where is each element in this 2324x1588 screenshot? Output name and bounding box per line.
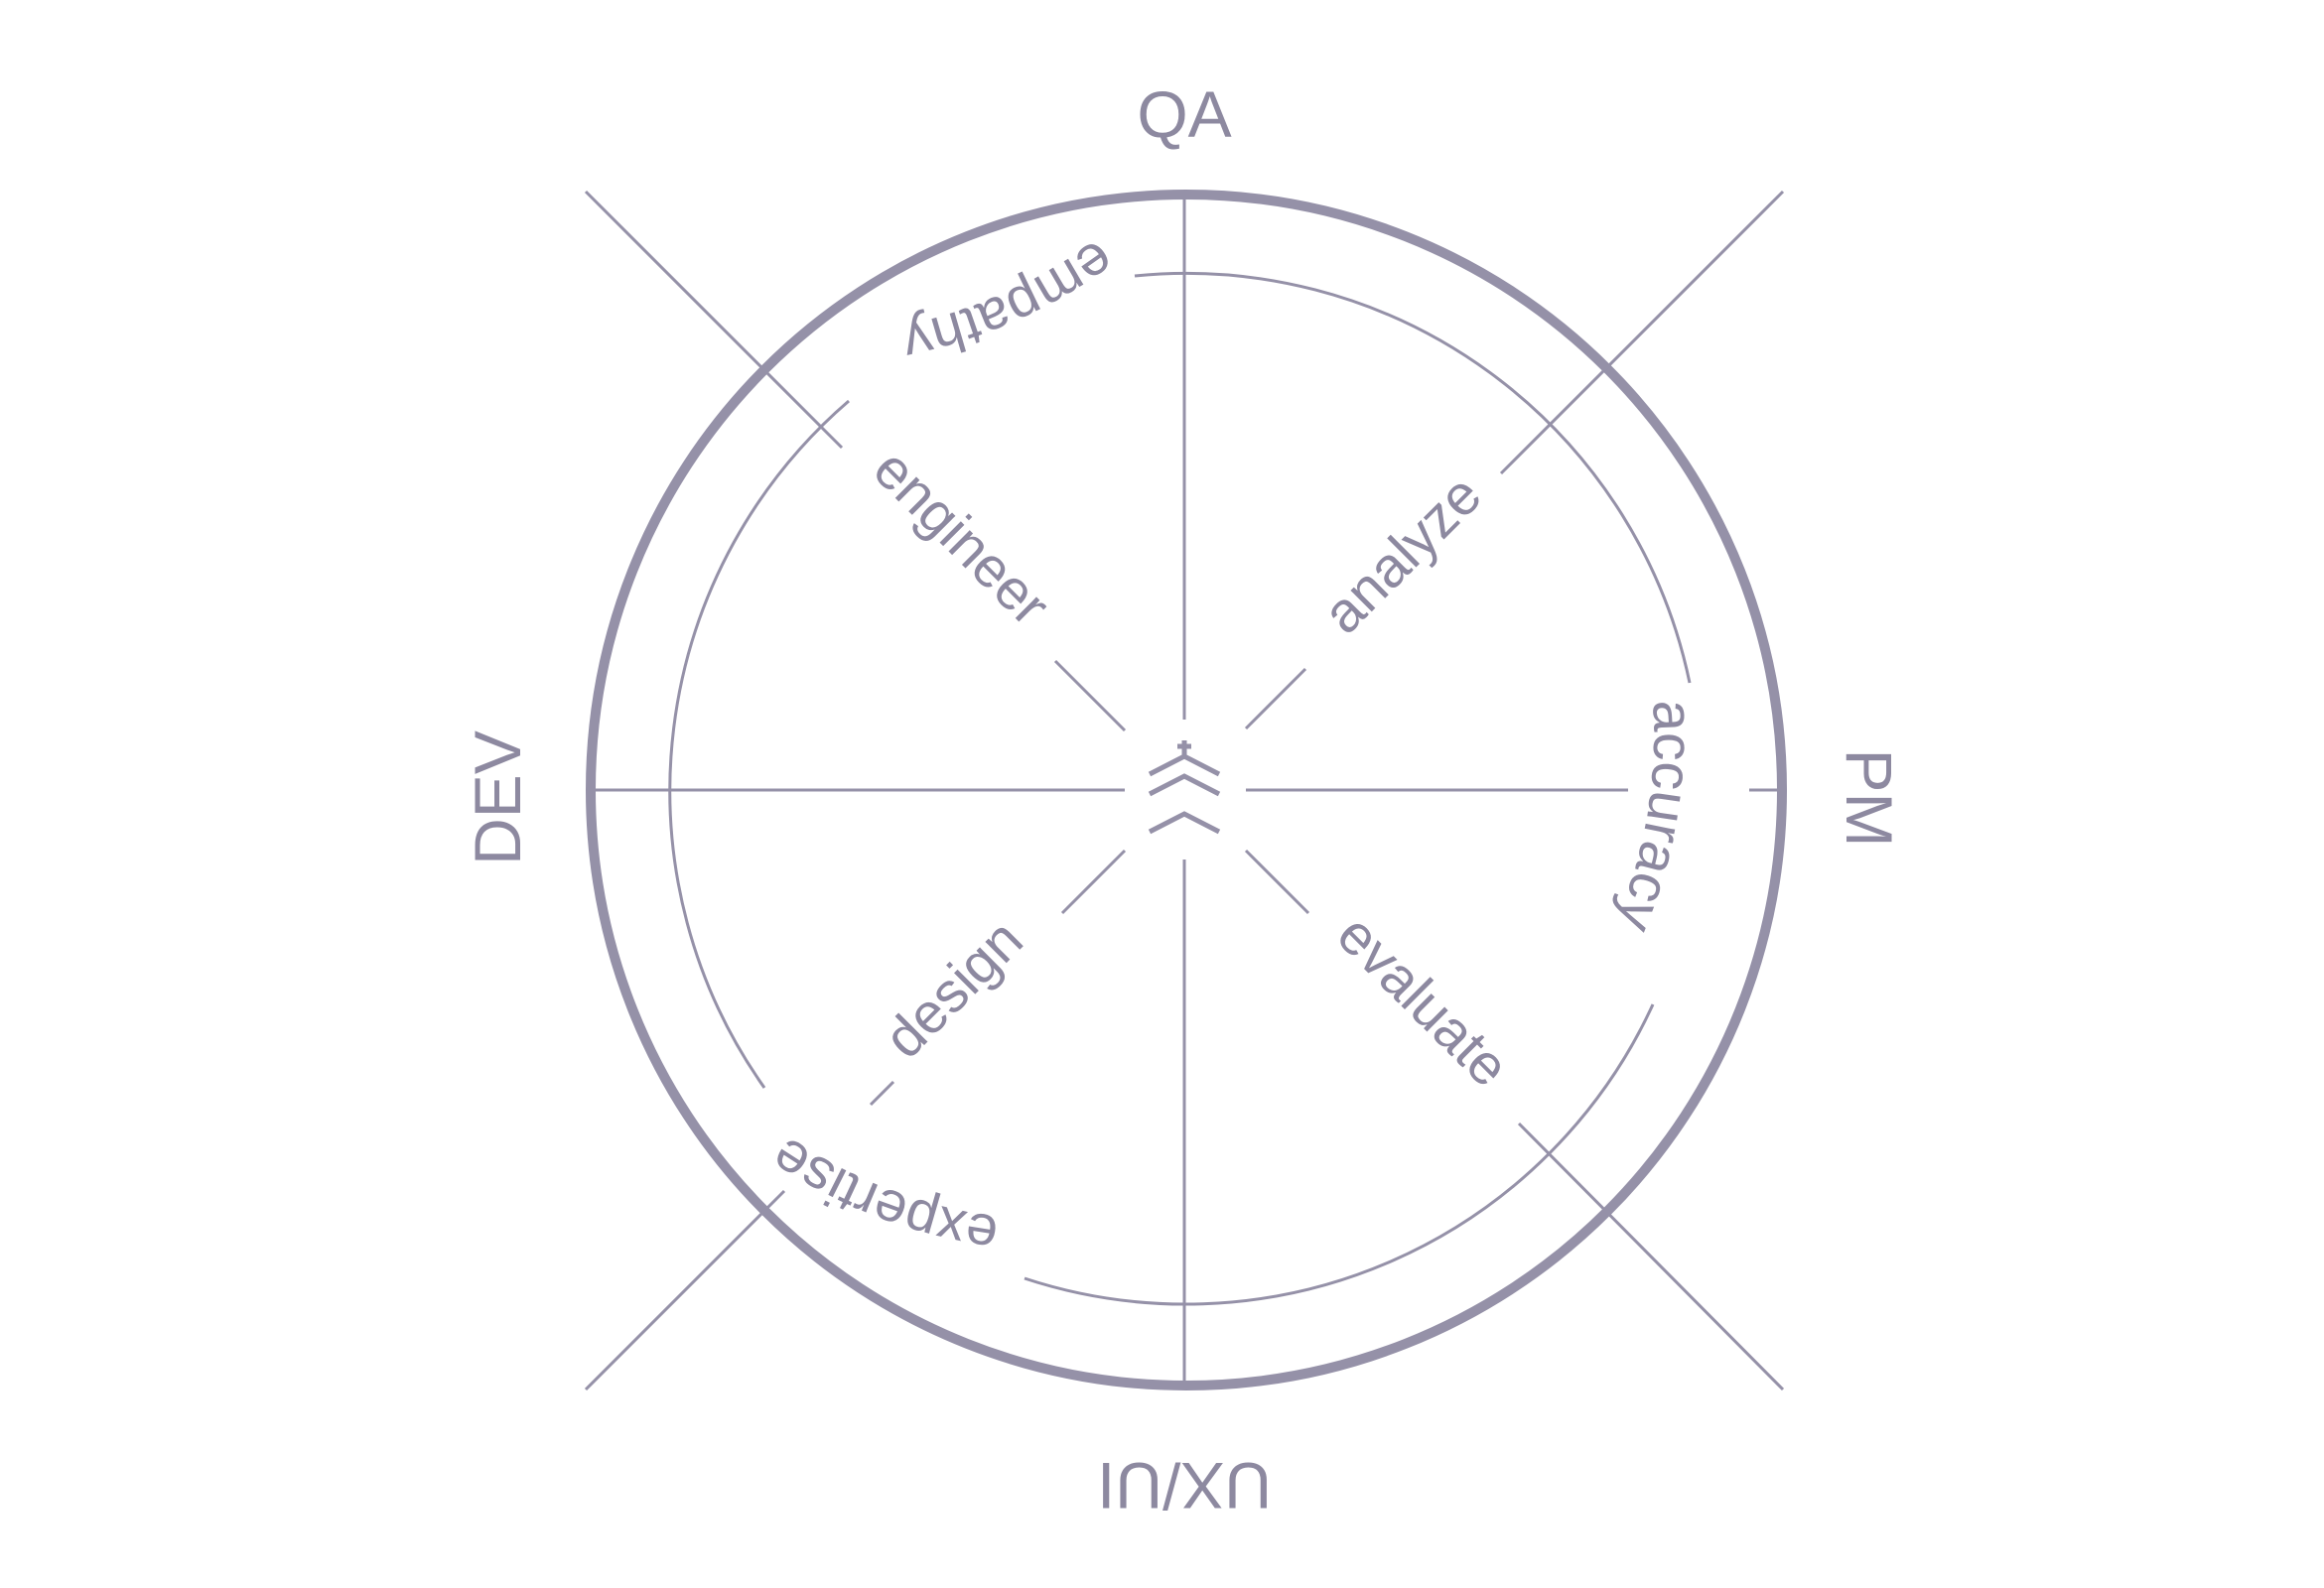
role-label-right: PM: [1833, 749, 1906, 848]
spoke-word-lower-left: design: [873, 908, 1035, 1071]
role-label-top: QA: [1137, 77, 1231, 151]
diagonal-spokes: [584, 190, 1785, 1391]
arc-word-right: accuracy: [1603, 699, 1705, 941]
role-label-left: DEV: [461, 730, 534, 865]
spoke-word-upper-right: analyze: [1310, 463, 1493, 645]
layered-chevrons-icon: [1148, 740, 1221, 835]
outer-ring: [586, 190, 1787, 1390]
spoke-word-upper-left: engineer: [861, 437, 1061, 637]
spoke-word-lower-right: evaluate: [1325, 903, 1522, 1100]
role-label-bottom: UX/UI: [1097, 1449, 1272, 1522]
inner-ring: [668, 271, 1692, 1306]
